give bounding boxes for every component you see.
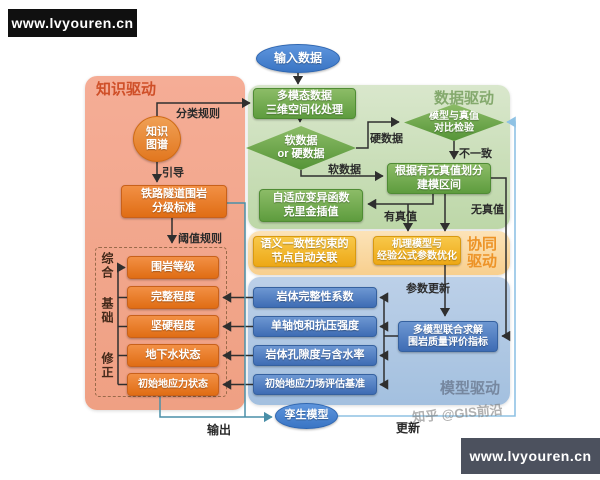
edge-label-threshold-rules: 阈值规则 [178, 233, 222, 245]
edge-label-has-truth: 有真值 [384, 211, 417, 223]
top-left-site-banner: www.lvyouren.cn [8, 9, 137, 37]
groundwater-node: 地下水状态 [127, 344, 219, 367]
model-driven-label: 模型驱动 [440, 380, 501, 397]
edge-label-no-truth: 无真值 [471, 204, 504, 216]
multimodal-processing-node: 多模态数据 三维空间化处理 [253, 88, 356, 119]
group-label-basic: 基础 [100, 297, 114, 325]
multi-model-solution-node: 多模型联合求解 围岩质量评价指标 [398, 321, 498, 352]
hardness-node: 坚硬程度 [127, 315, 219, 338]
rock-grade-node: 围岩等级 [127, 256, 219, 279]
edge-label-guide: 引导 [162, 167, 184, 179]
bottom-right-site-banner: www.lvyouren.cn [461, 438, 600, 474]
edge-label-output: 输出 [207, 423, 232, 437]
integrity-coefficient-node: 岩体完整性系数 [253, 287, 377, 308]
twin-model-node: 孪生模型 [275, 403, 338, 429]
group-label-comprehensive: 综合 [100, 252, 114, 280]
uniaxial-strength-node: 单轴饱和抗压强度 [253, 316, 377, 337]
grading-standard-node: 铁路隧道围岩 分级标准 [121, 185, 227, 218]
modeling-interval-node: 根据有无真值划分 建模区间 [387, 163, 491, 194]
edge-label-update: 更新 [396, 421, 421, 435]
mechanism-optimization-node: 机理模型与 经验公式参数优化 [373, 236, 461, 265]
knowledge-driven-label: 知识驱动 [96, 81, 157, 98]
porosity-moisture-node: 岩体孔隙度与含水率 [253, 345, 377, 366]
semantic-association-node: 语义一致性约束的 节点自动关联 [253, 236, 356, 267]
knowledge-graph-node: 知识 图谱 [133, 116, 181, 162]
data-driven-label: 数据驱动 [434, 90, 495, 107]
edge-label-classification-rules: 分类规则 [176, 108, 220, 120]
geostress-state-node: 初始地应力状态 [127, 373, 219, 396]
kriging-node: 自适应变异函数 克里金插值 [259, 189, 363, 222]
input-data-node: 输入数据 [256, 44, 340, 73]
group-label-correction: 修正 [100, 352, 114, 380]
edge-label-param-update: 参数更新 [406, 283, 450, 295]
geostress-benchmark-node: 初始地应力场评估基准 [253, 374, 377, 395]
edge-label-soft-data: 软数据 [328, 164, 361, 176]
edge-label-inconsistent: 不一致 [459, 148, 492, 160]
integrity-node: 完整程度 [127, 286, 219, 309]
collaborative-driven-label: 协同 驱动 [467, 236, 498, 271]
edge-label-hard-data: 硬数据 [370, 133, 403, 145]
